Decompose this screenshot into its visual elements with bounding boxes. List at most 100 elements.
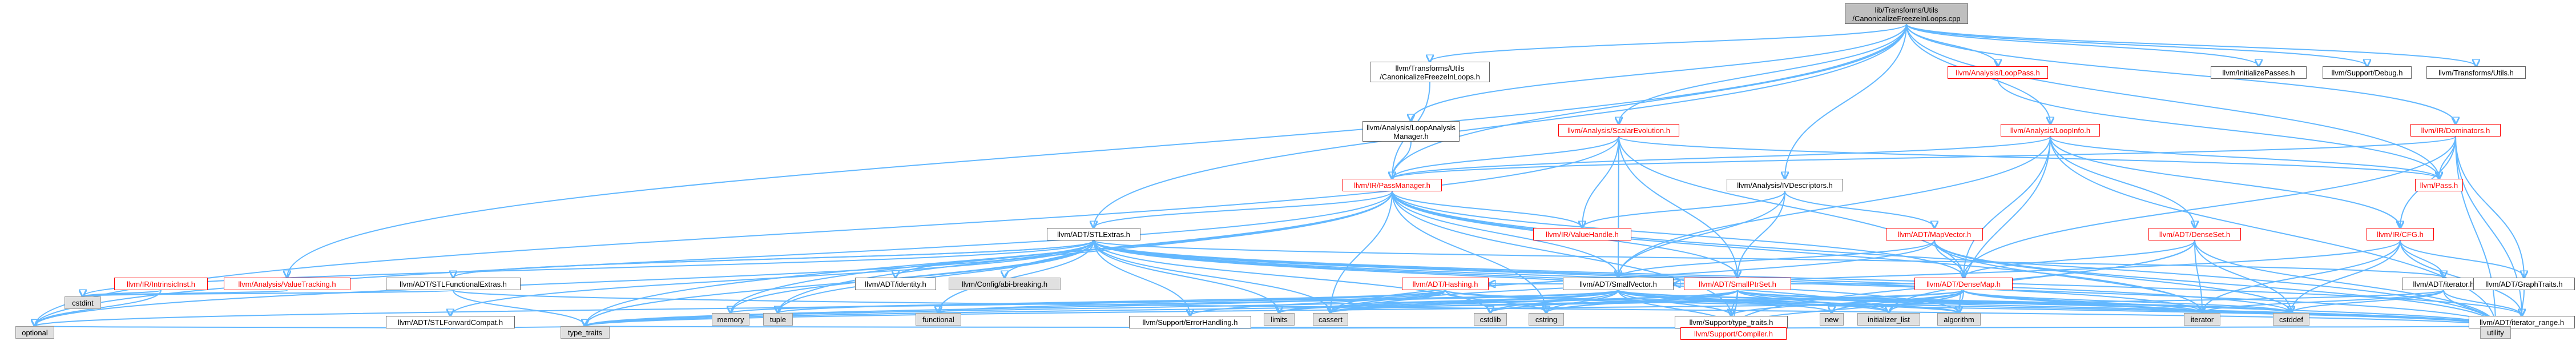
edge-denseset-to-utility bbox=[2194, 240, 2496, 326]
node-support-errorhandling-h[interactable]: llvm/Support/ErrorHandling.h bbox=[1129, 316, 1251, 328]
node-loopinfo-h[interactable]: llvm/Analysis/LoopInfo.h bbox=[2001, 124, 2100, 137]
node-scalarevolution-h[interactable]: llvm/Analysis/ScalarEvolution.h bbox=[1558, 124, 1679, 137]
node-canonicalize-freeze-h[interactable]: llvm/Transforms/Utils /CanonicalizeFreez… bbox=[1370, 62, 1490, 82]
edge-ivdesc-to-mapvector bbox=[1784, 191, 1934, 228]
node-config-abi-breaking-h[interactable]: llvm/Config/abi-breaking.h bbox=[949, 278, 1061, 290]
node-passmanager-h[interactable]: llvm/IR/PassManager.h bbox=[1343, 179, 1442, 191]
node-type-traits[interactable]: type_traits bbox=[561, 326, 610, 339]
node-iterator[interactable]: iterator bbox=[2184, 313, 2220, 326]
node-adt-graphtraits-h[interactable]: llvm/ADT/GraphTraits.h bbox=[2473, 278, 2575, 290]
edge-typetraits_llvm-to-utility bbox=[1731, 326, 2496, 328]
edge-ivdesc-to-valuehandle bbox=[1582, 191, 1785, 228]
edge-loopinfo-to-densemap bbox=[1964, 136, 2051, 278]
node-adt-densemap-h[interactable]: llvm/ADT/DenseMap.h bbox=[1914, 278, 2013, 290]
edge-smallvector-to-type_traits bbox=[585, 290, 1619, 326]
edge-densemap-to-typetraits_llvm bbox=[1731, 290, 1964, 316]
node-initializer-list[interactable]: initializer_list bbox=[1857, 313, 1920, 326]
edge-hashing-to-optional bbox=[35, 290, 1446, 326]
node-transforms-utils-h[interactable]: llvm/Transforms/Utils.h bbox=[2426, 66, 2526, 79]
node-dominators-h[interactable]: llvm/IR/Dominators.h bbox=[2410, 124, 2501, 137]
node-stlfunctionalextras-h[interactable]: llvm/ADT/STLFunctionalExtras.h bbox=[386, 278, 521, 290]
node-stlextras-h[interactable]: llvm/ADT/STLExtras.h bbox=[1047, 228, 1140, 240]
node-functional[interactable]: functional bbox=[916, 313, 961, 326]
node-algorithm[interactable]: algorithm bbox=[1937, 313, 1981, 326]
node-tuple[interactable]: tuple bbox=[763, 313, 793, 326]
edge-passmgr-to-tuple bbox=[778, 191, 1393, 313]
node-looppass-h[interactable]: llvm/Analysis/LoopPass.h bbox=[1948, 66, 2048, 79]
node-utility[interactable]: utility bbox=[2480, 326, 2511, 339]
edge-stlextras-to-optional bbox=[35, 240, 1094, 326]
edge-scev-to-passmgr bbox=[1392, 136, 1619, 179]
edge-smallptrset-to-iterator bbox=[1737, 290, 2202, 313]
edge-smallvector-to-typetraits_llvm bbox=[1618, 290, 1731, 316]
edge-dominators-to-graphtraits bbox=[2455, 136, 2524, 278]
node-cstdlib[interactable]: cstdlib bbox=[1474, 313, 1507, 326]
node-adt-iterator-range-h[interactable]: llvm/ADT/iterator_range.h bbox=[2469, 316, 2575, 328]
node-cstdint[interactable]: cstdint bbox=[64, 296, 101, 309]
edge-cfg-to-graphtraits bbox=[2400, 240, 2524, 278]
node-stlforwardcompat-h[interactable]: llvm/ADT/STLForwardCompat.h bbox=[386, 316, 515, 328]
edge-root-to-canon_h bbox=[1430, 23, 1907, 62]
edge-scev-to-smallvector bbox=[1618, 136, 1619, 278]
node-intrinsicinst-h[interactable]: llvm/IR/IntrinsicInst.h bbox=[114, 278, 208, 290]
node-ivdescriptors-h[interactable]: llvm/Analysis/IVDescriptors.h bbox=[1727, 179, 1843, 191]
edge-passmgr-to-valuehandle bbox=[1392, 191, 1582, 228]
node-initializepasses-h[interactable]: llvm/InitializePasses.h bbox=[2211, 66, 2307, 79]
edge-loopinfo-to-smallvector bbox=[1618, 136, 2051, 278]
edge-smallptrset-to-initlist bbox=[1737, 290, 1889, 313]
node-adt-smallvector-h[interactable]: llvm/ADT/SmallVector.h bbox=[1563, 278, 1674, 290]
node-cstddef[interactable]: cstddef bbox=[2273, 313, 2309, 326]
node-denseset-h[interactable]: llvm/ADT/DenseSet.h bbox=[2148, 228, 2241, 240]
node-optional[interactable]: optional bbox=[15, 326, 54, 339]
edge-root-to-utils bbox=[1906, 23, 2476, 66]
edge-loopinfo-to-cfg bbox=[2050, 136, 2400, 228]
edge-adtiterator-to-cstddef bbox=[2291, 290, 2444, 313]
node-adt-smallptrset-h[interactable]: llvm/ADT/SmallPtrSet.h bbox=[1684, 278, 1791, 290]
edge-smallptrset-to-limits bbox=[1279, 290, 1738, 313]
node-limits[interactable]: limits bbox=[1264, 313, 1295, 326]
edge-densemap-to-initlist bbox=[1889, 290, 1964, 313]
node-pass-h[interactable]: llvm/Pass.h bbox=[2415, 179, 2463, 191]
edge-mapvector-to-densemap bbox=[1934, 240, 1964, 278]
node-ir-cfg-h[interactable]: llvm/IR/CFG.h bbox=[2367, 228, 2434, 240]
node-adt-hashing-h[interactable]: llvm/ADT/Hashing.h bbox=[1402, 278, 1489, 290]
edge-dominators-to-utility bbox=[2455, 136, 2496, 326]
node-loopanalysismanager-h[interactable]: llvm/Analysis/LoopAnalysis Manager.h bbox=[1362, 121, 1460, 142]
node-adt-identity-h[interactable]: llvm/ADT/identity.h bbox=[855, 278, 936, 290]
node-support-type-traits-h[interactable]: llvm/Support/type_traits.h bbox=[1675, 316, 1788, 328]
edge-dominators-to-densemap bbox=[1964, 136, 2456, 278]
edge-scev-to-smallptrset bbox=[1618, 136, 1738, 278]
edge-scev-to-valuehandle bbox=[1582, 136, 1619, 228]
edge-root-to-initpasses bbox=[1906, 23, 2259, 66]
edge-root-to-valuetracking bbox=[287, 23, 1907, 278]
edge-smallvector-to-memory bbox=[731, 290, 1619, 313]
node-valuehandle-h[interactable]: llvm/IR/ValueHandle.h bbox=[1533, 228, 1631, 240]
node-support-debug-h[interactable]: llvm/Support/Debug.h bbox=[2323, 66, 2412, 79]
node-cstring[interactable]: cstring bbox=[1529, 313, 1564, 326]
edge-denseset-to-densemap bbox=[1964, 240, 2195, 278]
node-mapvector-h[interactable]: llvm/ADT/MapVector.h bbox=[1886, 228, 1983, 240]
node-root[interactable]: lib/Transforms/Utils /CanonicalizeFreeze… bbox=[1845, 3, 1968, 24]
edge-looppass-to-pass bbox=[1997, 78, 2439, 179]
edge-dominators-to-pass bbox=[2439, 136, 2456, 179]
node-new[interactable]: new bbox=[1820, 313, 1844, 326]
edge-stlfunc-to-stlextras bbox=[453, 240, 1094, 278]
edge-stlextras-to-tuple bbox=[778, 240, 1094, 313]
edge-adtiterator-to-type_traits bbox=[585, 290, 2444, 326]
edge-denseset-to-iterator bbox=[2194, 240, 2202, 313]
edge-stlextras-to-functional bbox=[938, 240, 1094, 313]
edge-root-to-lam bbox=[1411, 23, 1907, 121]
edge-densemap-to-algorithm bbox=[1959, 290, 1964, 313]
node-memory[interactable]: memory bbox=[712, 313, 749, 326]
edge-smallptrset-to-utility bbox=[1737, 290, 2496, 326]
edge-cfg-to-adtiterator bbox=[2400, 240, 2444, 278]
node-support-compiler-h[interactable]: llvm/Support/Compiler.h bbox=[1680, 327, 1787, 340]
edge-stlfunc-to-cstdint bbox=[83, 290, 454, 296]
edge-stlextras-to-identity bbox=[896, 240, 1094, 278]
node-valuetracking-h[interactable]: llvm/Analysis/ValueTracking.h bbox=[224, 278, 350, 290]
node-cassert[interactable]: cassert bbox=[1313, 313, 1348, 326]
edge-scev-to-pass bbox=[1618, 136, 2439, 179]
edge-stlextras-to-stlforward bbox=[450, 240, 1094, 316]
edge-root-to-pass bbox=[1906, 23, 2439, 179]
